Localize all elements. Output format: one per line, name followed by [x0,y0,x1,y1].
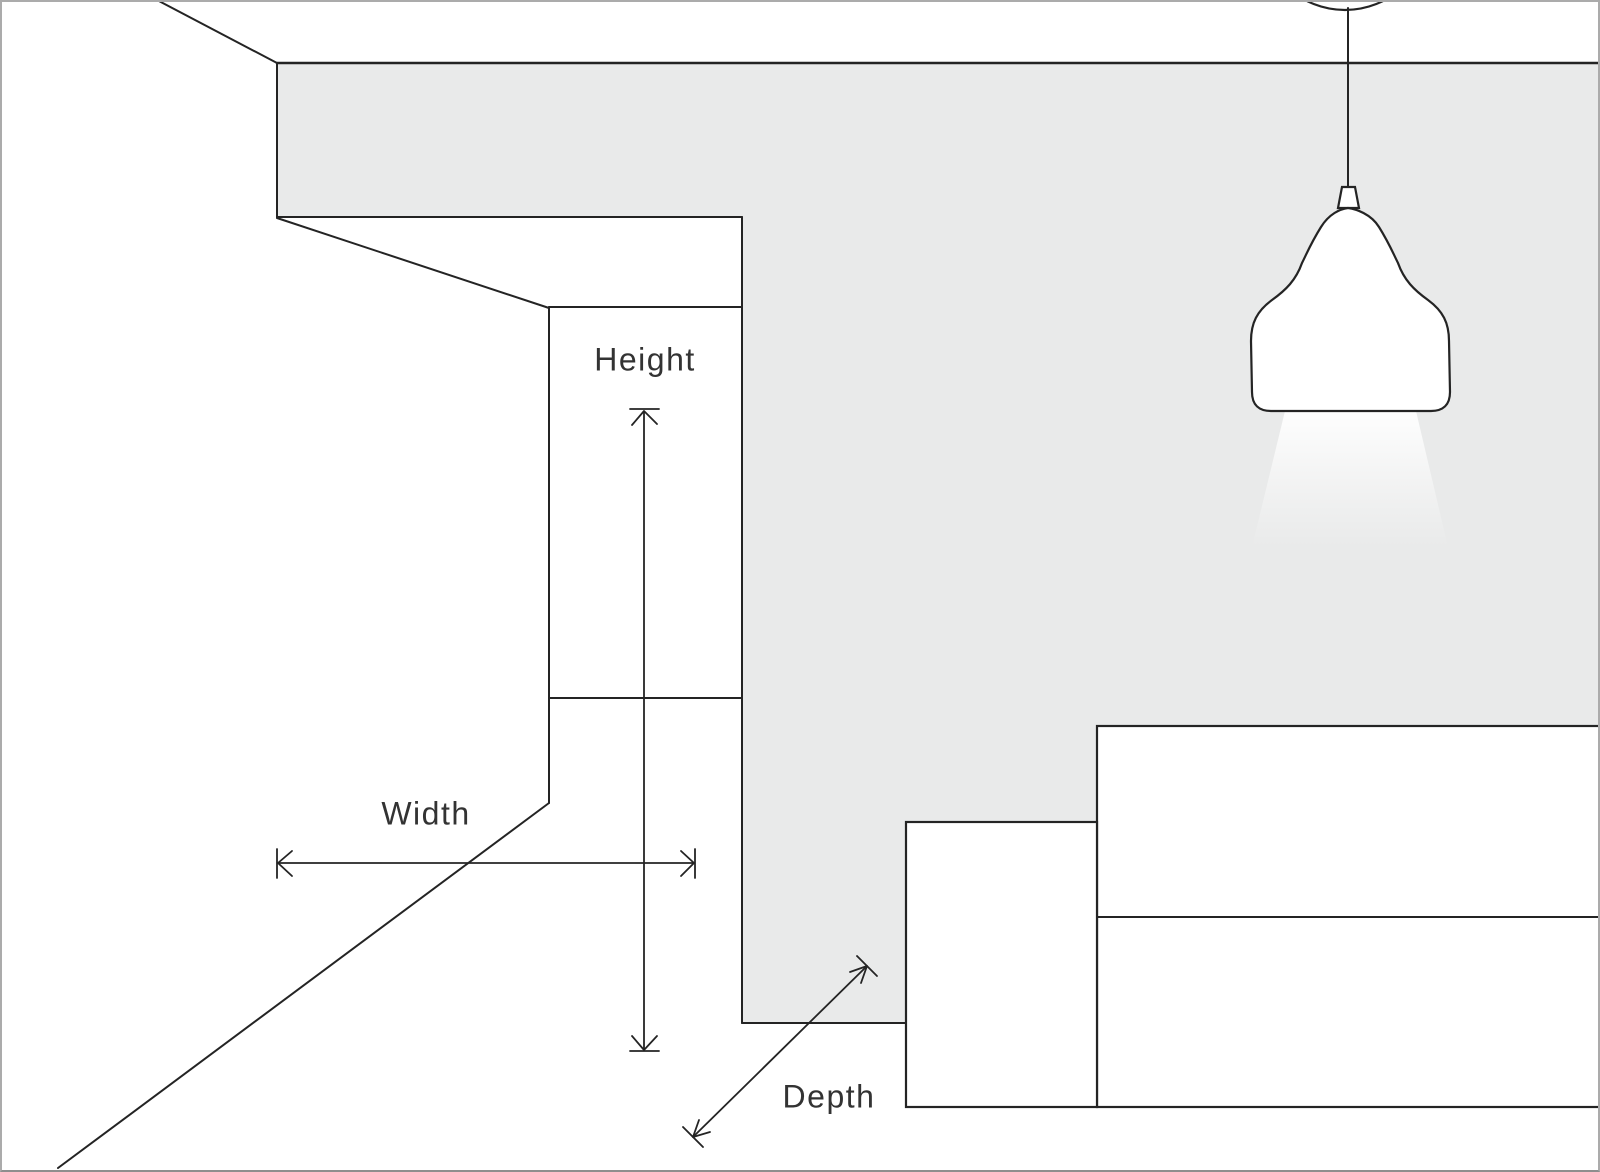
lamp-shade [1249,206,1452,413]
height-label: Height [594,341,696,378]
height-arrow-top-head [631,410,658,426]
depth-arrow-upper-head [849,965,868,984]
room-lines [57,0,1600,1169]
lamp-canopy-icon [1302,0,1388,12]
depth-arrow-lower-head [692,1119,711,1138]
width-arrow-right-head [680,850,695,877]
floor-corner-diagonal [57,802,550,1169]
width-arrow [276,848,696,879]
notch-perspective-diagonal [276,217,550,309]
width-label: Width [381,795,471,832]
lamp-light-beam [1252,411,1448,547]
lamp-finial [1336,185,1361,210]
sofa-armrest [904,820,1099,1109]
depth-arrow [682,955,878,1148]
depth-label: Depth [782,1078,876,1115]
ceiling-corner-diagonal [156,0,278,64]
sofa-icon [904,724,1600,1109]
width-arrow-left-head [277,850,293,877]
height-arrow [629,408,660,1052]
height-arrow-bottom-head [631,1035,658,1051]
pendant-lamp-icon [1249,0,1452,547]
